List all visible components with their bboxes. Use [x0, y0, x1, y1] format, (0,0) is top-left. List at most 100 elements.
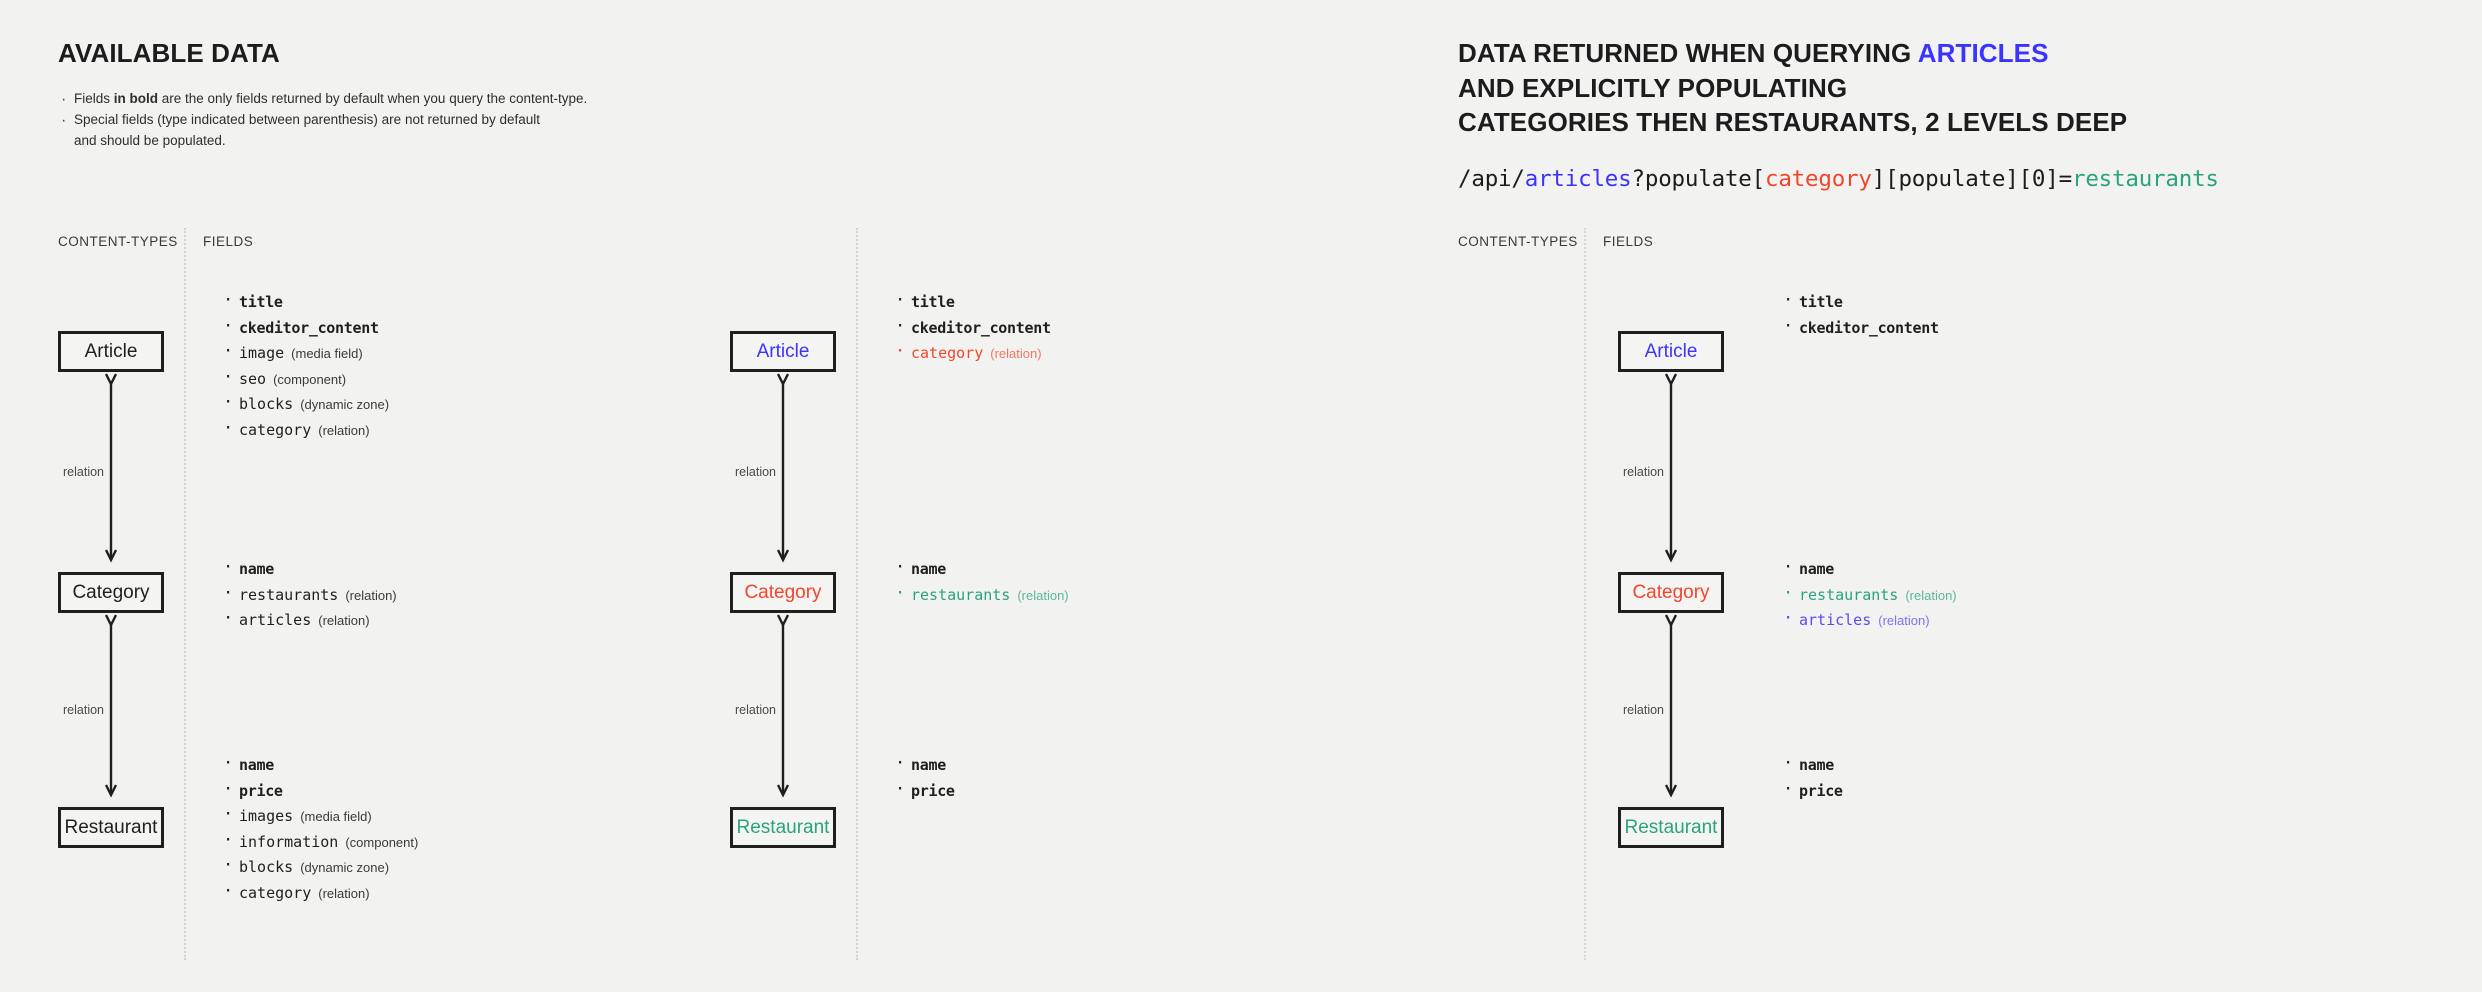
- field-row: name: [1779, 555, 1957, 583]
- api-url-articles: /api/articles?populate[category][populat…: [1458, 165, 2219, 192]
- page-title: AVAILABLE DATA: [58, 38, 280, 68]
- field-row: ckeditor_content: [891, 314, 1051, 342]
- field-row: restaurants (relation): [1779, 581, 1957, 609]
- content-type-node-restaurant[interactable]: Restaurant: [58, 807, 164, 848]
- field-type: (dynamic zone): [300, 397, 390, 412]
- field-name: restaurants: [911, 585, 1011, 604]
- legend-note: Fields in bold are the only fields retur…: [58, 88, 587, 112]
- field-type: (relation): [345, 587, 397, 603]
- field-type: (dynamic zone): [300, 860, 390, 875]
- field-row: name: [1779, 751, 1843, 779]
- relation-label: relation: [735, 703, 776, 717]
- column-label-content-types: CONTENT-TYPES: [1458, 234, 1578, 249]
- column-label-content-types: CONTENT-TYPES: [58, 234, 178, 249]
- field-row: images(media field): [219, 802, 418, 830]
- field-row: image (media field): [219, 339, 389, 367]
- panel-1-header: AVAILABLE DATA Fields in bold are the on…: [58, 36, 587, 153]
- content-type-node-restaurant[interactable]: Restaurant: [730, 807, 836, 848]
- field-list-article: title ckeditor_content category (relation): [891, 288, 1051, 367]
- field-row: articles(relation): [1779, 606, 1957, 634]
- field-row: price: [219, 777, 418, 805]
- relation-label: relation: [63, 703, 104, 717]
- legend-note: Special fields (type indicated between p…: [58, 109, 587, 152]
- relation-label: relation: [63, 465, 104, 479]
- content-type-node-article[interactable]: Article: [58, 331, 164, 372]
- field-name: ckeditor_content: [239, 318, 379, 337]
- field-name: category: [239, 420, 312, 439]
- relation-label: relation: [735, 465, 776, 479]
- field-name: ckeditor_content: [1799, 318, 1939, 337]
- field-name: restaurants: [1799, 585, 1899, 604]
- field-row: category (relation): [891, 339, 1051, 367]
- field-name: seo: [239, 369, 267, 388]
- field-row: name: [219, 555, 397, 583]
- field-list-article: title ckeditor_content: [1779, 288, 1939, 342]
- content-type-node-category[interactable]: Category: [1618, 572, 1724, 613]
- field-type: (relation): [1017, 587, 1069, 603]
- field-name: title: [1799, 293, 1843, 311]
- content-type-node-restaurant[interactable]: Restaurant: [1618, 807, 1724, 848]
- field-type: (relation): [1905, 587, 1957, 603]
- field-name: image: [239, 344, 285, 362]
- field-type: (component): [273, 371, 347, 387]
- content-type-node-category[interactable]: Category: [58, 572, 164, 613]
- field-row: price: [1779, 777, 1843, 805]
- field-row: category (relation): [219, 416, 389, 444]
- field-row: ckeditor_content: [1779, 314, 1939, 342]
- field-row: price: [891, 777, 955, 805]
- field-row: ckeditor_content: [219, 314, 389, 342]
- field-name: name: [911, 756, 946, 774]
- field-name: name: [1799, 756, 1834, 774]
- field-type: (media field): [291, 346, 363, 361]
- field-name: name: [911, 560, 946, 578]
- content-type-node-category[interactable]: Category: [730, 572, 836, 613]
- page-title: DATA RETURNED WHEN QUERYING ARTICLES AND…: [1458, 38, 2128, 138]
- legend-notes: Fields in bold are the only fields retur…: [58, 88, 587, 152]
- panel-divider: [184, 228, 186, 960]
- field-name: category: [239, 883, 312, 902]
- field-row: information (component): [219, 828, 419, 856]
- field-row: name: [219, 751, 418, 779]
- field-name: blocks: [239, 395, 294, 413]
- field-list-restaurant: name price: [891, 751, 955, 805]
- field-type: (component): [345, 834, 419, 850]
- field-name: images: [239, 807, 294, 825]
- field-type: (relation): [1878, 613, 1930, 628]
- field-row: articles(relation): [219, 606, 397, 634]
- field-name: restaurants: [239, 585, 339, 604]
- field-type: (relation): [990, 346, 1042, 361]
- field-name: price: [911, 781, 955, 800]
- field-row: name: [891, 555, 1069, 583]
- field-list-restaurant: name price: [1779, 751, 1843, 805]
- field-row: name: [891, 751, 955, 779]
- field-list-category: name restaurants (relation): [891, 555, 1069, 609]
- content-type-node-article[interactable]: Article: [730, 331, 836, 372]
- field-row: restaurants (relation): [891, 581, 1069, 609]
- content-type-node-article[interactable]: Article: [1618, 331, 1724, 372]
- field-list-restaurant: name price images(media field) information (…: [219, 751, 419, 907]
- relation-label: relation: [1623, 703, 1664, 717]
- field-row: category(relation): [219, 879, 418, 907]
- field-list-category: namerestaurants(relation)articles(relati…: [1779, 555, 1957, 634]
- field-row: blocks (dynamic zone): [219, 853, 418, 881]
- field-row: restaurants (relation): [219, 581, 397, 609]
- field-row: title: [1779, 288, 1939, 316]
- column-label-fields: FIELDS: [203, 234, 254, 249]
- field-name: information: [239, 832, 339, 851]
- field-type: (relation): [318, 613, 370, 628]
- field-row: blocks (dynamic zone): [219, 390, 390, 418]
- panel-divider: [856, 228, 858, 960]
- field-name: price: [239, 781, 283, 800]
- field-name: blocks: [239, 858, 294, 876]
- field-name: price: [1799, 781, 1843, 800]
- field-type: (relation): [318, 422, 370, 438]
- field-name: title: [911, 293, 955, 311]
- field-row: title: [891, 288, 1051, 316]
- field-name: category: [911, 344, 984, 362]
- panel-2-header: DATA RETURNED WHEN QUERYING ARTICLES AND…: [1458, 36, 2219, 192]
- column-label-fields: FIELDS: [1603, 234, 1654, 249]
- field-row: seo (component): [219, 365, 389, 393]
- field-list-article: titleckeditor_contentimage(media field)s…: [219, 288, 390, 444]
